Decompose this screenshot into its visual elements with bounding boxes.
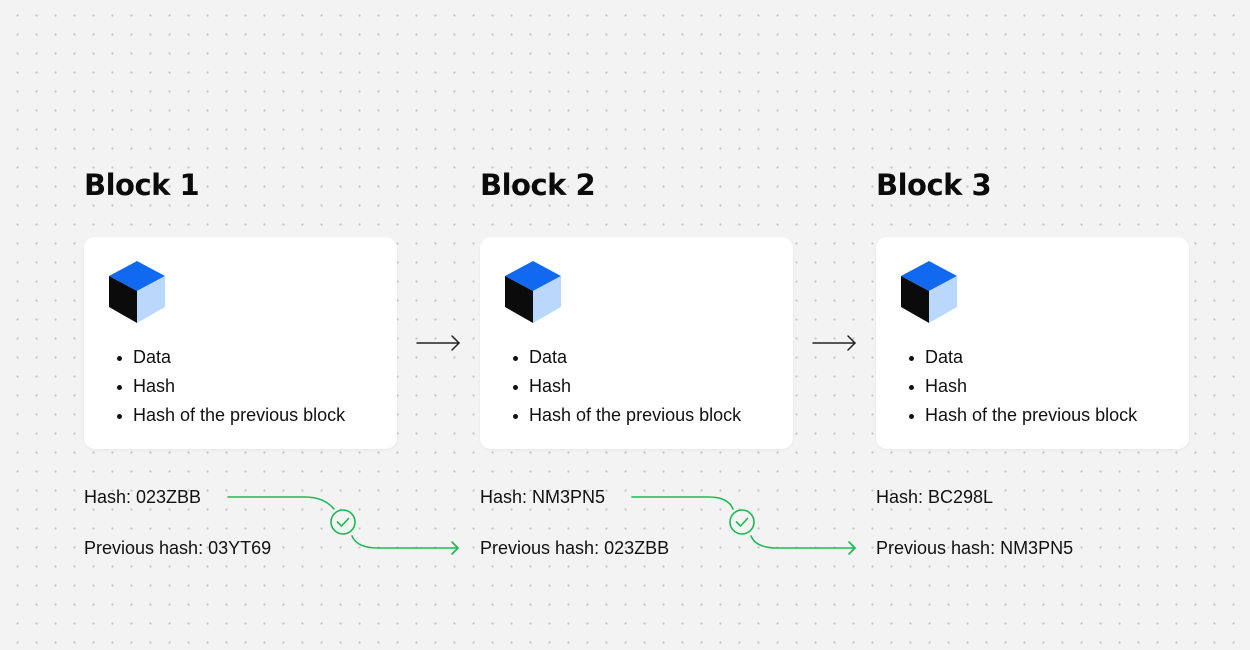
block-3-previous-hash: Previous hash: NM3PN5	[876, 538, 1074, 558]
hash-link-2-3	[631, 496, 856, 555]
list-item: Hash	[909, 372, 1137, 401]
list-item: Hash	[117, 372, 345, 401]
list-item: Hash of the previous block	[117, 401, 345, 430]
block-2-previous-hash: Previous hash: 023ZBB	[480, 538, 670, 558]
cube-icon	[901, 261, 957, 323]
block-1-title: Block 1	[84, 168, 200, 202]
block-3-hash: Hash: BC298L	[876, 487, 994, 507]
block-3-title: Block 3	[876, 168, 992, 202]
cube-icon	[109, 261, 165, 323]
check-circle-icon	[729, 509, 755, 535]
hash-link-1-2	[227, 496, 459, 555]
block-1-card: Data Hash Hash of the previous block	[84, 237, 397, 449]
list-item: Hash	[513, 372, 741, 401]
list-item: Hash of the previous block	[909, 401, 1137, 430]
block-1-hash: Hash: 023ZBB	[84, 487, 202, 507]
list-item: Data	[117, 343, 345, 372]
block-2-title: Block 2	[480, 168, 596, 202]
list-item: Hash of the previous block	[513, 401, 741, 430]
check-circle-icon	[330, 509, 356, 535]
block-2-card: Data Hash Hash of the previous block	[480, 237, 793, 449]
block-3-item-list: Data Hash Hash of the previous block	[909, 343, 1137, 430]
block-3-card: Data Hash Hash of the previous block	[876, 237, 1189, 449]
arrow-right-icon	[812, 335, 856, 351]
cube-icon	[505, 261, 561, 323]
block-2-item-list: Data Hash Hash of the previous block	[513, 343, 741, 430]
block-1-previous-hash: Previous hash: 03YT69	[84, 538, 272, 558]
list-item: Data	[513, 343, 741, 372]
arrow-right-icon	[416, 335, 460, 351]
block-1-item-list: Data Hash Hash of the previous block	[117, 343, 345, 430]
list-item: Data	[909, 343, 1137, 372]
block-2-hash: Hash: NM3PN5	[480, 487, 606, 507]
